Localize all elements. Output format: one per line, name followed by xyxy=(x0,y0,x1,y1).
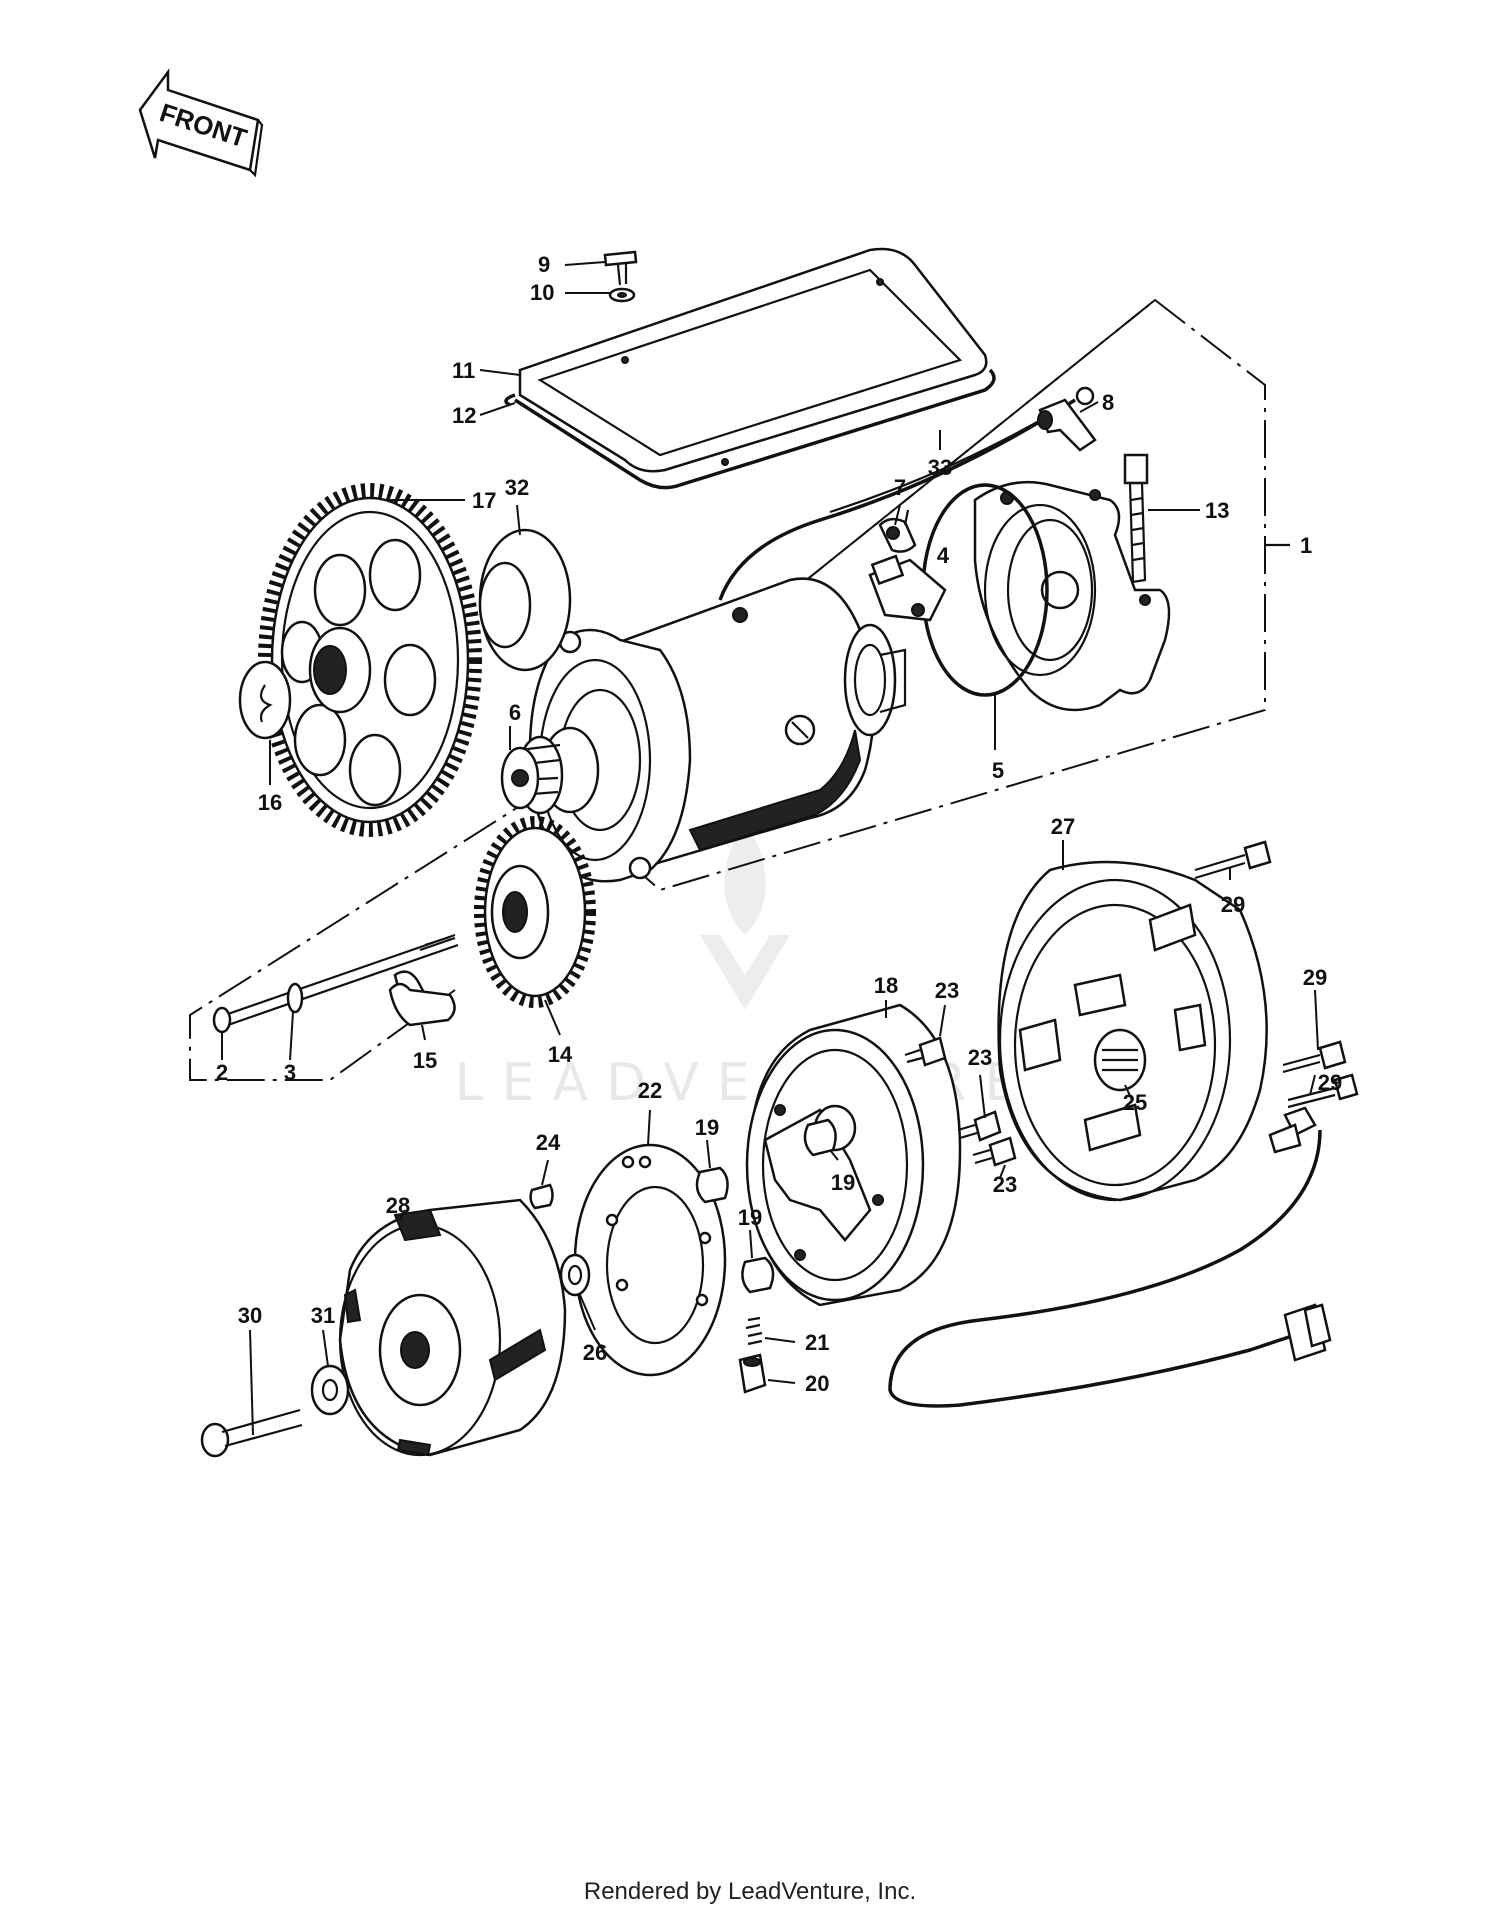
callout-5: 5 xyxy=(992,758,1004,783)
callout-27: 27 xyxy=(1051,814,1075,839)
callout-16: 16 xyxy=(258,790,282,815)
callout-12: 12 xyxy=(452,403,476,428)
callout-7: 7 xyxy=(894,475,906,500)
callout-25: 25 xyxy=(1123,1090,1147,1115)
cover-screw xyxy=(603,250,638,303)
callout-3: 3 xyxy=(284,1060,296,1085)
starter-cover xyxy=(504,247,996,490)
spacer-32 xyxy=(478,528,572,672)
footer-credit: Rendered by LeadVenture, Inc. xyxy=(583,1878,917,1905)
callout-11: 11 xyxy=(452,358,475,383)
callout-29-bottom: 29 xyxy=(1318,1070,1342,1095)
callout-29-middle: 29 xyxy=(1303,965,1327,990)
callout-1: 1 xyxy=(1300,533,1312,558)
cover-bolts xyxy=(1194,840,1359,1109)
callout-labels: 9 10 11 12 8 33 13 7 4 1 17 32 16 6 5 27… xyxy=(216,252,1342,1396)
callout-2: 2 xyxy=(216,1060,228,1085)
callout-32: 32 xyxy=(505,475,529,500)
bolt-13 xyxy=(1123,453,1149,584)
stator-cover xyxy=(997,860,1317,1202)
brush-plate xyxy=(868,509,947,622)
callout-23-bottom: 23 xyxy=(993,1172,1017,1197)
callout-14: 14 xyxy=(548,1042,573,1067)
callout-33: 33 xyxy=(928,455,952,480)
rotor-bolt xyxy=(200,1364,350,1458)
callout-19-bottom: 19 xyxy=(738,1205,762,1230)
rotor-screws xyxy=(904,1036,1017,1167)
circlip xyxy=(238,660,292,740)
starter-motor xyxy=(500,577,907,883)
rotor xyxy=(745,1003,962,1307)
large-gear xyxy=(258,483,482,837)
backing-plate xyxy=(573,1143,727,1377)
stator-wire xyxy=(888,1129,1332,1408)
callout-20: 20 xyxy=(805,1371,829,1396)
callout-4: 4 xyxy=(937,543,950,568)
callout-22: 22 xyxy=(638,1078,662,1103)
idle-shaft xyxy=(212,933,459,1034)
callout-19-top: 19 xyxy=(695,1115,719,1140)
leader-lines xyxy=(221,261,1319,1436)
callout-19-rotor: 19 xyxy=(831,1170,855,1195)
callout-15: 15 xyxy=(413,1048,437,1073)
callout-8: 8 xyxy=(1102,390,1114,415)
outer-rotor xyxy=(338,1198,567,1457)
callout-17: 17 xyxy=(472,488,496,513)
callout-21: 21 xyxy=(805,1330,829,1355)
callout-9: 9 xyxy=(538,252,550,277)
callout-28: 28 xyxy=(386,1193,410,1218)
callout-30: 30 xyxy=(238,1303,262,1328)
spring-plunger xyxy=(738,1316,767,1394)
callout-10: 10 xyxy=(530,280,554,305)
end-housing xyxy=(973,480,1171,712)
callout-6: 6 xyxy=(509,700,521,725)
front-arrow: FRONT xyxy=(138,68,264,178)
idle-gear xyxy=(474,816,596,1008)
callout-23-middle: 23 xyxy=(968,1045,992,1070)
callout-29-top: 29 xyxy=(1221,892,1245,917)
callout-23-top: 23 xyxy=(935,978,959,1003)
callout-26: 26 xyxy=(583,1340,607,1365)
callout-31: 31 xyxy=(311,1303,335,1328)
callout-24: 24 xyxy=(536,1130,561,1155)
elbow-fitting xyxy=(1037,398,1097,452)
callout-18: 18 xyxy=(874,973,898,998)
callout-13: 13 xyxy=(1205,498,1229,523)
